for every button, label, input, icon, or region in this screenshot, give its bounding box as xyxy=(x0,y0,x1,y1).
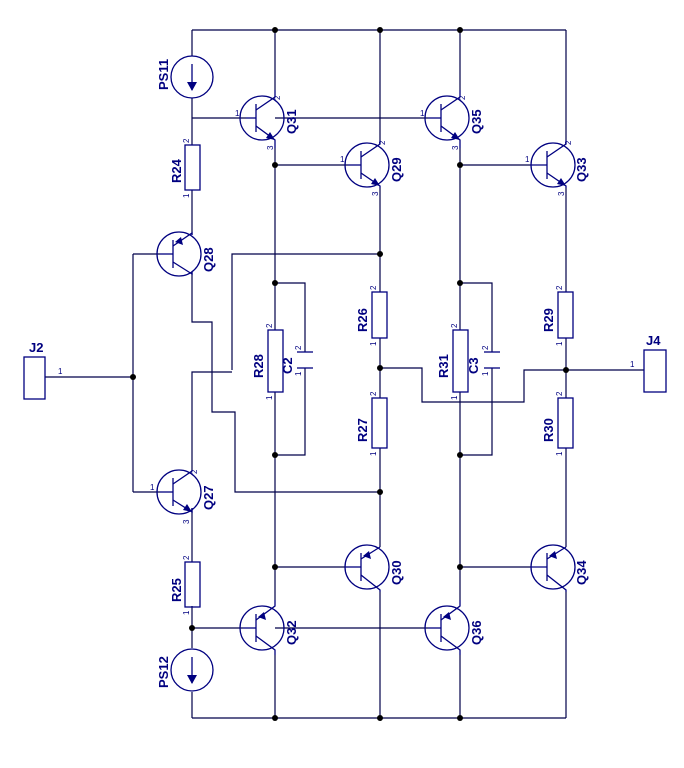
pin-number: 2 xyxy=(273,95,282,100)
pin-number: 1 xyxy=(340,155,345,164)
pin-number: 1 xyxy=(182,610,191,615)
power-source-ps11 xyxy=(170,55,214,99)
label-j2: J2 xyxy=(29,340,43,355)
power-source-ps12 xyxy=(170,648,214,692)
resistor-r29 xyxy=(557,291,574,339)
transistor-q32 xyxy=(239,600,285,655)
pin-number: 1 xyxy=(420,109,425,118)
pin-number: 2 xyxy=(182,555,191,560)
resistor-r24 xyxy=(184,144,201,191)
label-ps12: PS12 xyxy=(156,656,171,688)
pin-number: 2 xyxy=(555,285,564,290)
pin-number: 3 xyxy=(266,145,275,150)
transistor-q29 xyxy=(344,140,390,188)
label-c2: C2 xyxy=(280,357,295,374)
pin-number: 3 xyxy=(371,191,380,196)
pin-number: 3 xyxy=(557,191,566,196)
pin-number: 1 xyxy=(265,395,274,400)
label-r29: R29 xyxy=(541,308,556,332)
transistor-q28 xyxy=(156,231,202,277)
pin-number: 2 xyxy=(555,391,564,396)
pin-number: 1 xyxy=(630,360,635,369)
pin-number: 3 xyxy=(182,519,191,524)
pin-number: 2 xyxy=(481,345,490,350)
capacitor-c3 xyxy=(484,351,500,369)
component-labels: PS11 PS12 J2 J4 R24 R25 R26 R27 R28 R29 … xyxy=(29,59,661,688)
resistor-r26 xyxy=(371,291,388,339)
resistor-r28 xyxy=(267,329,284,393)
label-r30: R30 xyxy=(541,418,556,442)
pin-number: 1 xyxy=(555,451,564,456)
label-r25: R25 xyxy=(169,578,184,602)
pin-number: 1 xyxy=(150,483,155,492)
pin-number: 2 xyxy=(294,345,303,350)
pin-numbers: 1 1 2 1 2 1 2 1 2 1 2 1 2 1 2 1 2 1 2 1 … xyxy=(58,95,635,615)
connector-j4 xyxy=(643,349,667,393)
wires xyxy=(45,29,644,719)
transistor-q30 xyxy=(344,544,390,592)
pin-number: 2 xyxy=(564,140,573,145)
transistor-q33 xyxy=(530,140,576,188)
pin-number: 1 xyxy=(450,395,459,400)
label-q27: Q27 xyxy=(201,485,216,510)
pin-number: 2 xyxy=(369,391,378,396)
pin-number: 3 xyxy=(451,145,460,150)
resistor-r25 xyxy=(184,561,201,608)
label-q31: Q31 xyxy=(284,109,299,134)
label-q33: Q33 xyxy=(574,157,589,182)
resistor-r30 xyxy=(557,397,574,449)
pin-number: 1 xyxy=(525,155,530,164)
label-q29: Q29 xyxy=(389,157,404,182)
resistor-r31 xyxy=(452,329,469,393)
label-q28: Q28 xyxy=(201,247,216,272)
label-r28: R28 xyxy=(251,354,266,378)
connector-j2 xyxy=(23,356,46,400)
capacitor-c2 xyxy=(297,351,313,369)
pin-number: 2 xyxy=(378,140,387,145)
transistor-q35 xyxy=(424,90,470,148)
transistor-q27 xyxy=(156,469,202,515)
label-q36: Q36 xyxy=(469,620,484,645)
transistor-q36 xyxy=(424,600,470,655)
label-q30: Q30 xyxy=(389,560,404,585)
junctions xyxy=(130,27,569,721)
pin-number: 1 xyxy=(369,341,378,346)
pin-number: 2 xyxy=(265,323,274,328)
label-q34: Q34 xyxy=(574,560,589,585)
pin-number: 1 xyxy=(369,451,378,456)
label-j4: J4 xyxy=(646,333,661,348)
label-c3: C3 xyxy=(466,357,481,374)
transistor-q31 xyxy=(239,90,285,148)
pin-number: 2 xyxy=(458,95,467,100)
label-q32: Q32 xyxy=(284,620,299,645)
pin-number: 1 xyxy=(58,367,63,376)
pin-number: 1 xyxy=(481,371,490,376)
pin-number: 1 xyxy=(555,341,564,346)
label-r31: R31 xyxy=(436,354,451,378)
transistor-q34 xyxy=(530,544,576,592)
label-r24: R24 xyxy=(169,158,184,183)
label-r27: R27 xyxy=(355,418,370,442)
pin-number: 2 xyxy=(450,323,459,328)
pin-number: 2 xyxy=(190,469,199,474)
pin-number: 1 xyxy=(182,193,191,198)
pin-number: 1 xyxy=(294,371,303,376)
label-q35: Q35 xyxy=(469,109,484,134)
pin-number: 2 xyxy=(369,285,378,290)
pin-number: 1 xyxy=(235,109,240,118)
resistor-r27 xyxy=(371,397,388,449)
label-ps11: PS11 xyxy=(156,59,171,90)
pin-number: 2 xyxy=(182,138,191,143)
label-r26: R26 xyxy=(355,308,370,332)
